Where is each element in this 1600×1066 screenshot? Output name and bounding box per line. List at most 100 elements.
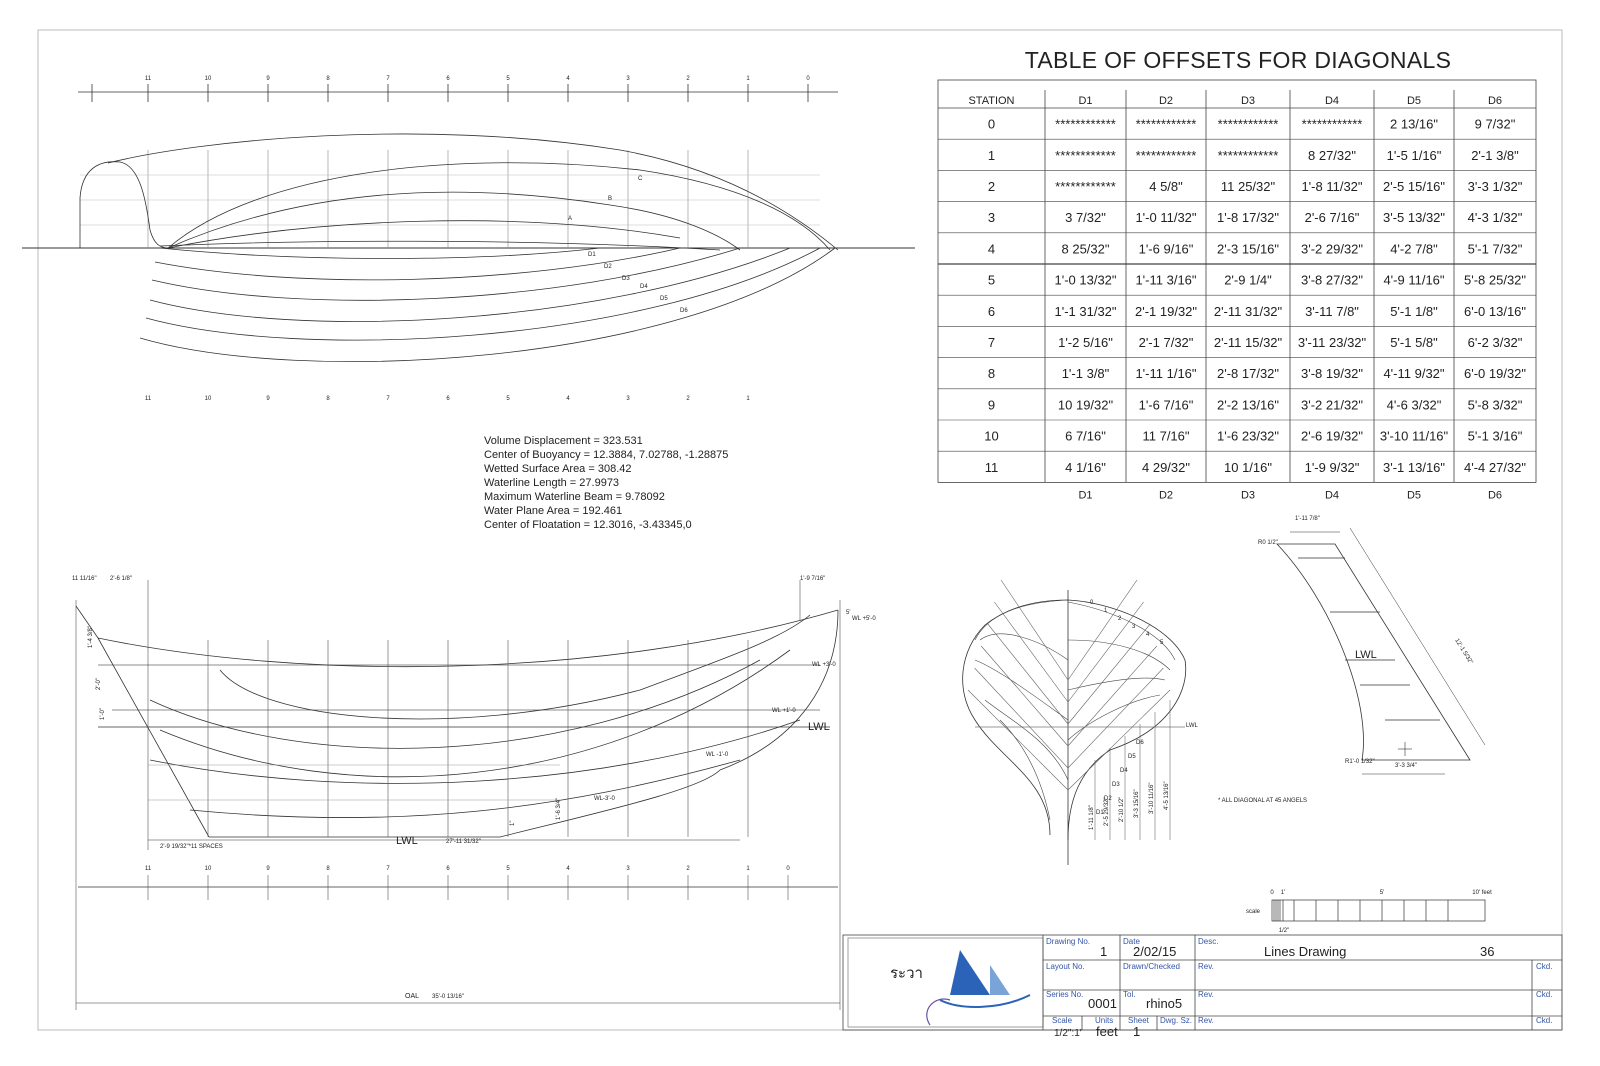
title-value: Lines Drawing: [1264, 944, 1346, 959]
title-key: Series No.: [1046, 990, 1083, 999]
buttock-b: [167, 191, 741, 251]
keel-line: [209, 769, 721, 838]
hydrostatic-line: Wetted Surface Area = 308.42: [484, 463, 631, 475]
title-key: Ckd.: [1536, 962, 1552, 971]
station-label: 5: [506, 76, 510, 82]
scale-label: scale: [1246, 909, 1261, 915]
table-cell: 4'-3 1/32": [1468, 210, 1523, 225]
waterline-label: WL +5'-0: [852, 616, 876, 622]
hydrostatic-line: Maximum Waterline Beam = 9.78092: [484, 491, 665, 503]
title-key: Rev.: [1198, 962, 1214, 971]
body-diag-label: D6: [1136, 740, 1144, 746]
station-label: 1: [746, 396, 750, 402]
scale-tick-label: 5': [1380, 890, 1384, 896]
buttock-c: [167, 162, 831, 251]
transom-expansion: [1276, 527, 1486, 775]
section-line: [999, 719, 1051, 821]
dimension-label: 1": [510, 821, 516, 826]
table-cell: 2'-8 17/32": [1217, 366, 1279, 381]
table-cell: 5'-8 3/32": [1468, 397, 1523, 412]
body-lwl-tag: LWL: [1186, 723, 1199, 729]
diagonal-d2: [154, 247, 681, 281]
body-plan: [962, 579, 1187, 865]
title-key: Rev.: [1198, 1016, 1214, 1025]
table-cell: 1'-8 17/32": [1217, 210, 1279, 225]
hydrostatic-line: Center of Buoyancy = 12.3884, 7.02788, -…: [484, 449, 728, 461]
table-cell: 3'-11 23/32": [1298, 335, 1367, 350]
station-label: 4: [566, 396, 570, 402]
oal-label: OAL: [405, 993, 419, 1000]
title-value: 1: [1100, 944, 1107, 959]
table-cell: 10: [984, 429, 998, 444]
title-key: Date: [1123, 937, 1140, 946]
station-label: 11: [145, 866, 152, 872]
diagonal-d6: [139, 247, 836, 362]
table-cell: 1'-1 31/32": [1054, 304, 1116, 319]
transom-dim: 1'-11 7/8": [1295, 516, 1320, 522]
table-cell: 6 7/16": [1065, 429, 1106, 444]
section-line: [1067, 677, 1166, 691]
table-cell: 3: [988, 210, 995, 225]
table-cell: 5'-1 7/32": [1468, 241, 1523, 256]
bow-stem: [719, 609, 839, 771]
table-cell: 10 1/16": [1224, 460, 1272, 475]
title-value: 0001: [1088, 996, 1117, 1011]
half-breadth-plan-view: [22, 84, 915, 362]
dimension-label: 1'-0": [100, 708, 106, 720]
diagonal-line: [1000, 579, 1069, 681]
section-line: [1067, 639, 1171, 671]
station-label: 6: [446, 76, 450, 82]
station-label: 1: [746, 866, 750, 872]
diagonal-note: * ALL DIAGONAL AT 45 ANGELS: [1218, 798, 1307, 804]
diagonal-line: [987, 623, 1069, 725]
diagonal-d1: [159, 247, 601, 259]
section-line: [1067, 601, 1176, 661]
table-cell: 9: [988, 397, 995, 412]
dimension-label: 2'-0": [96, 678, 102, 690]
buttock-profile-1: [219, 614, 811, 720]
dimension-label: 5': [846, 610, 850, 616]
station-label: 2: [686, 866, 690, 872]
scale-tick-label: 0: [1270, 890, 1274, 896]
dimension-label: 11 11/16": [72, 576, 97, 582]
table-cell: 1: [988, 148, 995, 163]
table-cell: 5: [988, 273, 995, 288]
body-station-label: 3: [1132, 624, 1136, 630]
scale-sub-label: 1/2": [1279, 928, 1289, 934]
deck-line: [107, 133, 839, 251]
station-label: 10: [205, 866, 212, 872]
section-line: [974, 659, 1069, 721]
table-cell: 3'-1 13/16": [1383, 460, 1445, 475]
body-diag-label: D5: [1128, 754, 1136, 760]
station-label: 7: [386, 76, 390, 82]
station-label: 11: [145, 76, 152, 82]
scale-bar: [1271, 899, 1486, 922]
table-footer-cell: D6: [1488, 489, 1502, 501]
profile-view: [75, 580, 841, 1010]
title-key: Drawn/Checked: [1123, 962, 1180, 971]
hydrostatic-line: Water Plane Area = 192.461: [484, 505, 622, 517]
offsets-table-frame: [937, 79, 1537, 483]
table-cell: 8 25/32": [1062, 241, 1110, 256]
transom-dim: R0 1/2": [1258, 540, 1278, 546]
table-cell: 4'-11 9/32": [1383, 366, 1444, 381]
table-cell: 1'-11 3/16": [1135, 273, 1196, 288]
dimension-label: 1'-6 3/4": [556, 798, 562, 820]
waterline-label: WL-3'-0: [594, 796, 615, 802]
transom-dim: 3'-3 3/4": [1395, 763, 1417, 769]
table-cell: 3'-2 29/32": [1301, 241, 1363, 256]
waterline-label: WL -1'-0: [706, 752, 729, 758]
title-value: feet: [1096, 1024, 1118, 1039]
title-value: 2/02/15: [1133, 944, 1176, 959]
table-cell: 1'-6 7/16": [1139, 397, 1194, 412]
station-label: 0: [806, 76, 810, 82]
table-cell: 4 29/32": [1142, 460, 1190, 475]
table-cell: 4 5/8": [1149, 179, 1183, 194]
scale-tick-label: 1': [1281, 890, 1285, 896]
station-label: 9: [266, 866, 270, 872]
title-key: Scale: [1052, 1016, 1073, 1025]
table-header-cell: D2: [1159, 95, 1173, 107]
buttock-label: C: [638, 176, 643, 182]
